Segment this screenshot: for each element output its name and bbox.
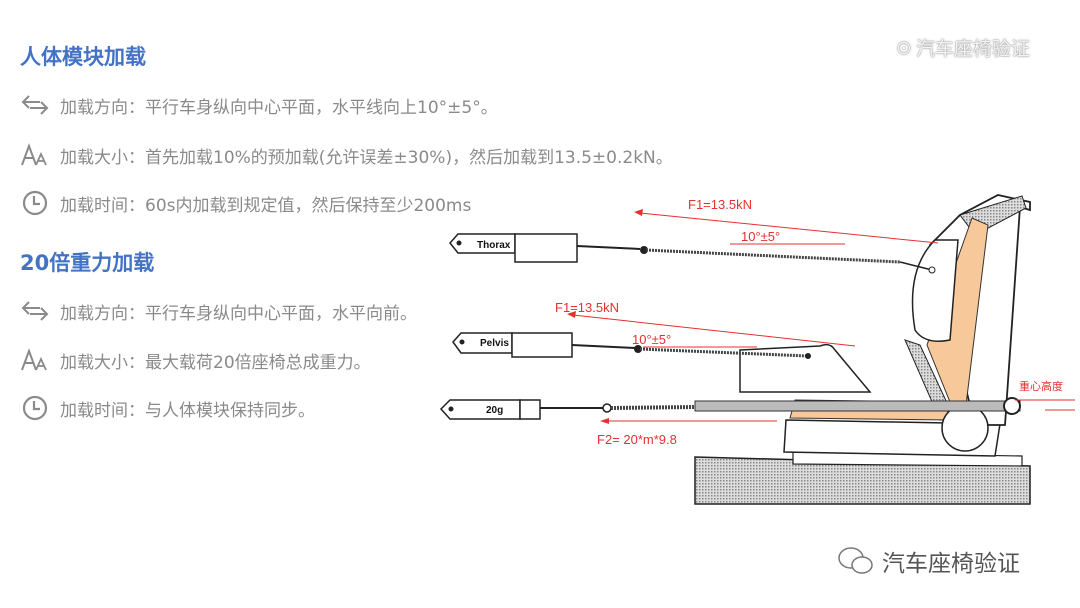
item-text: 加载大小：首先加载10%的预加载(允许误差±30%)，然后加载到13.5±0.2…	[60, 147, 673, 168]
pelvis-force-label: F1=13.5kN	[555, 300, 619, 315]
wechat-icon: ⊙	[896, 36, 912, 59]
pelvis-actuator	[452, 332, 811, 359]
item-text: 加载大小：最大载荷20倍座椅总成重力。	[60, 352, 371, 373]
cg-height-label: 重心高度	[1019, 379, 1063, 393]
item-text: 加载方向：平行车身纵向中心平面，水平向前。	[60, 303, 417, 324]
watermark-text: 汽车座椅验证	[915, 38, 1030, 60]
clock-icon	[18, 394, 52, 422]
thorax-actuator	[449, 233, 936, 274]
watermark-bottom: 汽车座椅验证	[836, 544, 1020, 578]
list-item: 加载大小：最大载荷20倍座椅总成重力。	[18, 345, 371, 375]
g-label: 20g	[486, 405, 503, 416]
item-text: 加载时间：与人体模块保持同步。	[60, 400, 315, 421]
list-item: 加载方向：平行车身纵向中心平面，水平向前。	[18, 296, 417, 326]
g-actuator	[439, 399, 696, 420]
recliner-wheel	[941, 404, 989, 452]
item-text: 加载时间：60s内加载到规定值，然后保持至少200ms	[60, 195, 472, 216]
thorax-label: Thorax	[477, 240, 511, 251]
loading-bar	[694, 400, 1021, 412]
pelvis-block	[739, 343, 872, 393]
clock-icon	[18, 189, 52, 217]
font-size-icon	[18, 346, 52, 374]
thorax-angle-label: 10°±5°	[741, 229, 780, 244]
force-arrows	[567, 209, 1075, 424]
pelvis-angle-label: 10°±5°	[632, 332, 671, 347]
section-title-occupant-loading: 人体模块加载	[20, 45, 146, 69]
torso-block	[911, 239, 959, 342]
thorax-force-label: F1=13.5kN	[688, 197, 752, 212]
bidirectional-arrows-icon	[18, 297, 52, 325]
watermark-top: ⊙ 汽车座椅验证	[896, 34, 1030, 61]
item-text: 加载方向：平行车身纵向中心平面，水平线向上10°±5°。	[60, 97, 498, 118]
g-force-label: F2= 20*m*9.8	[597, 432, 677, 447]
font-size-icon	[18, 141, 52, 169]
list-item: 加载时间：60s内加载到规定值，然后保持至少200ms	[18, 188, 471, 218]
list-item: 加载大小：首先加载10%的预加载(允许误差±30%)，然后加载到13.5±0.2…	[18, 140, 673, 170]
list-item: 加载方向：平行车身纵向中心平面，水平线向上10°±5°。	[18, 90, 498, 120]
section-title-20g-loading: 20倍重力加载	[20, 251, 155, 275]
list-item: 加载时间：与人体模块保持同步。	[18, 393, 315, 423]
bidirectional-arrows-icon	[18, 91, 52, 119]
wechat-icon	[838, 547, 873, 574]
bar-pivot	[1003, 397, 1021, 415]
watermark-text: 汽车座椅验证	[882, 551, 1020, 577]
pelvis-label: Pelvis	[480, 338, 509, 349]
